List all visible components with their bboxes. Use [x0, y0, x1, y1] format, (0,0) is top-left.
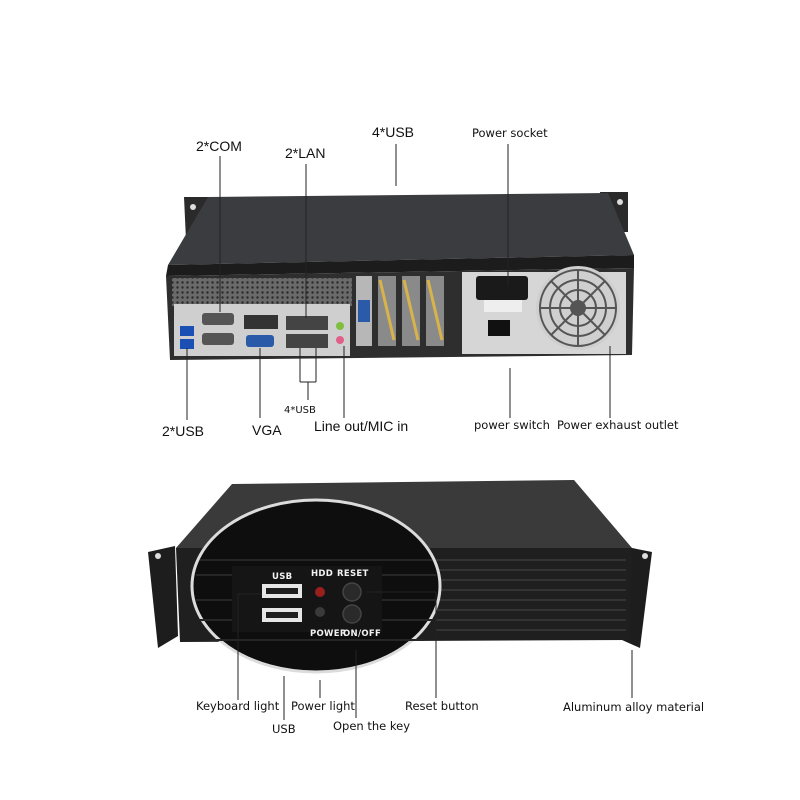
label-keyboard-light: Keyboard light — [196, 699, 280, 713]
label-open-the-key: Open the key — [333, 719, 411, 733]
front-callout-lines — [237, 591, 633, 720]
label-line-out-mic-in: Line out/MIC in — [314, 418, 409, 434]
zoom-circle — [190, 498, 442, 674]
label-power-socket: Power socket — [472, 126, 548, 140]
label-2-lan: 2*LAN — [285, 145, 326, 161]
label-aluminum-alloy-material: Aluminum alloy material — [563, 700, 705, 714]
panel-text-usb: USB — [272, 572, 293, 582]
panel-text-power: POWER — [310, 629, 347, 639]
panel-text-reset: RESET — [337, 569, 369, 579]
label-2-com: 2*COM — [196, 138, 242, 154]
label-vga: VGA — [252, 422, 282, 438]
label-power-switch: power switch — [474, 418, 550, 432]
label-usb-front: USB — [272, 722, 296, 736]
label-power-exhaust-outlet: Power exhaust outlet — [557, 418, 679, 432]
label-2-usb: 2*USB — [162, 423, 205, 439]
label-reset-button: Reset button — [405, 699, 479, 713]
label-4-usb-bottom: 4*USB — [284, 405, 316, 416]
label-power-light: Power light — [291, 699, 355, 713]
rear-callout-lines — [186, 144, 611, 420]
panel-text-on-off: ON/OFF — [343, 629, 382, 639]
panel-text-hdd: HDD — [311, 569, 334, 579]
rear-chassis — [166, 192, 634, 360]
label-4-usb-top: 4*USB — [372, 124, 415, 140]
